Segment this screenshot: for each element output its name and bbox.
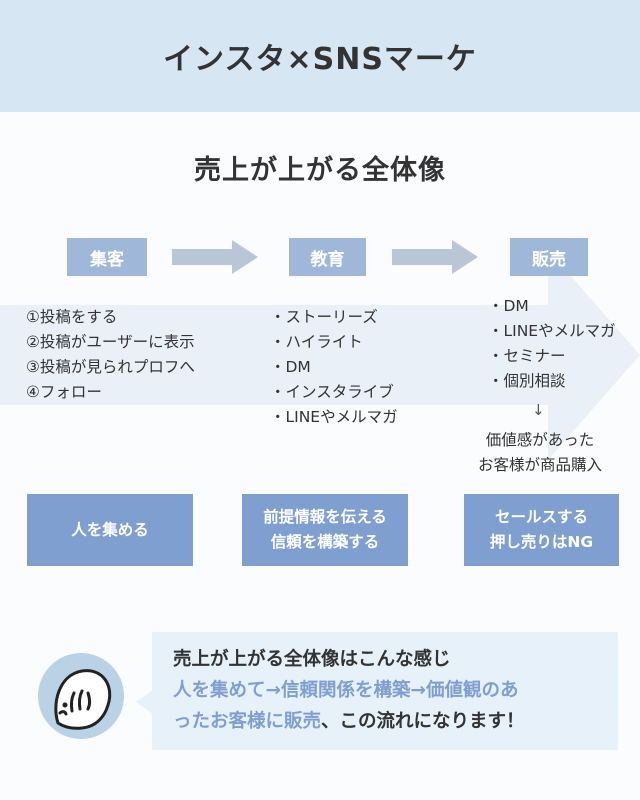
page-title: インスタ×SNSマーケ [163, 42, 477, 77]
stage-sales: 販売 [510, 238, 588, 276]
result-line: 価値感があった [485, 431, 595, 449]
goal-box-sales: セールスする 押し売りはNG [464, 494, 619, 566]
list-item: ・LINEやメルマガ [270, 408, 398, 426]
goal-line: 前提情報を伝える [263, 508, 387, 526]
sales-result: 価値感があった お客様が商品購入 [440, 428, 640, 478]
list-item: ②投稿がユーザーに表示 [26, 333, 195, 351]
list-item: ・DM [488, 297, 529, 315]
character-face-icon [54, 669, 112, 730]
list-item: ④フォロー [26, 383, 102, 401]
summary-text: 売上が上がる全体像はこんな感じ 人を集めて→信頼関係を構築→価値観のあ ったお客… [173, 644, 609, 737]
goal-line: 信頼を構築する [270, 533, 380, 551]
list-item: ③投稿が見られプロフへ [26, 358, 195, 376]
list-item: ・インスタライブ [270, 383, 394, 401]
flow-band-arrowhead [548, 250, 640, 460]
goal-line: 押し売りはNG [489, 533, 594, 551]
list-item: ・セミナー [488, 347, 566, 365]
flow-band [0, 305, 580, 405]
stage-acquisition: 集客 [67, 238, 147, 276]
speech-bubble [152, 632, 618, 750]
sales-items: ・DM ・LINEやメルマガ ・セミナー ・個別相談 [488, 294, 616, 394]
speech-bubble-tail [136, 690, 153, 714]
section-subtitle: 売上が上がる全体像 [194, 155, 446, 186]
goal-box-education: 前提情報を伝える 信頼を構築する [242, 494, 408, 566]
goal-box-acquisition: 人を集める [27, 494, 193, 566]
list-item: ・ハイライト [270, 333, 363, 351]
list-item: ・LINEやメルマガ [488, 322, 616, 340]
summary-line: 売上が上がる全体像はこんな感じ [173, 649, 451, 670]
summary-line: ったお客様に販売、この流れになります！ [173, 706, 609, 737]
list-item: ①投稿をする [26, 308, 118, 326]
avatar [38, 653, 124, 739]
summary-tail: 、この流れになります！ [321, 711, 525, 732]
list-item: ・DM [270, 358, 311, 376]
education-items: ・ストーリーズ ・ハイライト ・DM ・インスタライブ ・LINEやメルマガ [270, 305, 398, 430]
stage-education: 教育 [289, 238, 366, 276]
acquisition-steps: ①投稿をする ②投稿がユーザーに表示 ③投稿が見られプロフへ ④フォロー [26, 305, 195, 405]
goal-line: セールスする [494, 508, 588, 526]
list-item: ・個別相談 [488, 372, 566, 390]
summary-highlight: ったお客様に販売 [173, 711, 322, 732]
goal-line: 人を集める [71, 520, 149, 539]
summary-highlight: 人を集めて→信頼関係を構築→価値観のあ [173, 680, 519, 701]
header-banner: インスタ×SNSマーケ [0, 0, 640, 112]
list-item: ・ストーリーズ [270, 308, 378, 326]
result-line: お客様が商品購入 [477, 456, 602, 474]
right-arrow-icon [172, 240, 260, 274]
down-arrow-icon: ↓ [532, 401, 545, 419]
right-arrow-icon [392, 240, 480, 274]
